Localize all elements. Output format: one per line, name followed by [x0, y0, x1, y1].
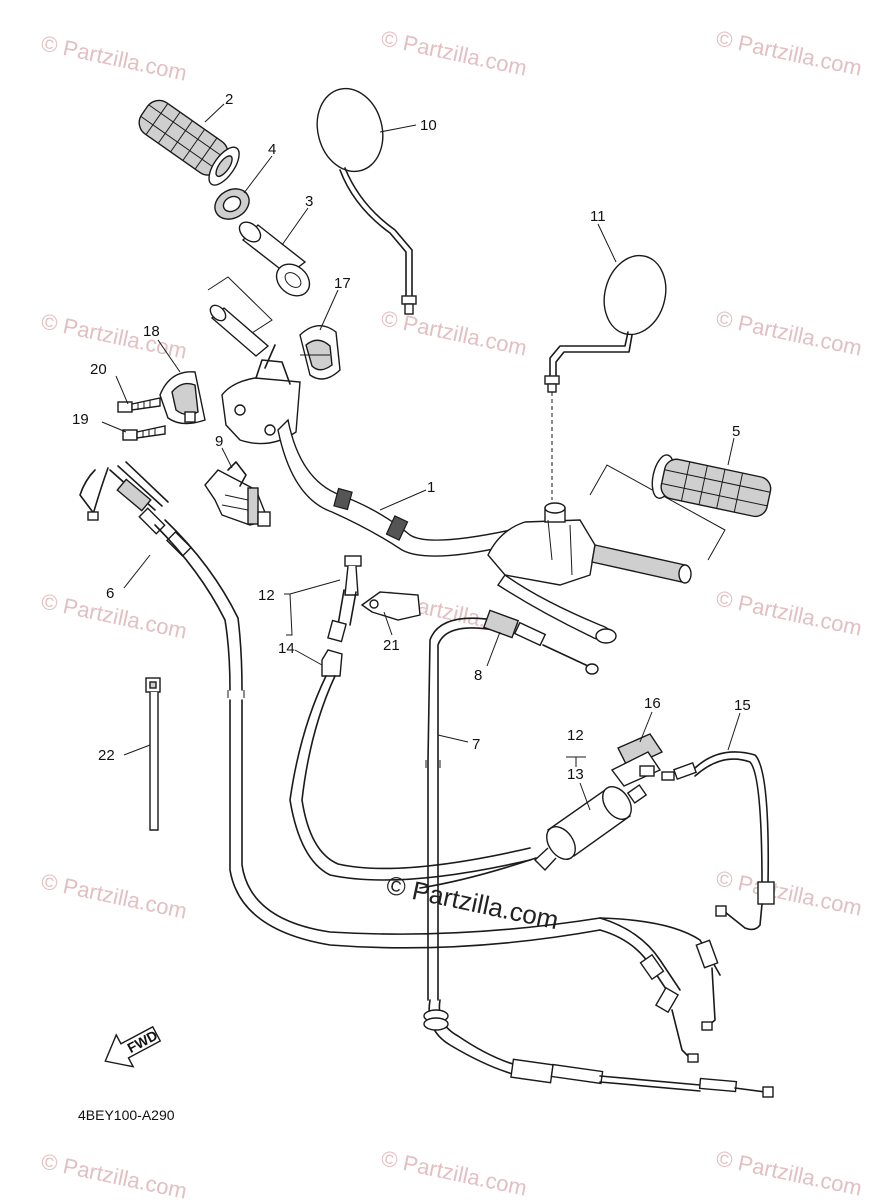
callout-13: 13: [567, 766, 584, 783]
part-8-cable-end: [482, 609, 599, 675]
watermark-text: © Partzilla.com: [39, 30, 189, 85]
callout-8: 8: [474, 667, 482, 684]
part-7-throttle-cable: [423, 617, 774, 1098]
part-6-cable-set: [79, 461, 601, 949]
callout-14: 14: [278, 640, 295, 657]
callout-17: 17: [334, 275, 351, 292]
watermark-text: © Partzilla.com: [714, 305, 864, 360]
part-21-bracket: [360, 591, 421, 621]
watermark-text: © Partzilla.com: [714, 25, 864, 80]
watermark-text: © Partzilla.com: [39, 1148, 189, 1200]
watermark-text: © Partzilla.com: [714, 1145, 864, 1200]
part-11-right-mirror: [544, 254, 667, 500]
watermark-text: © Partzilla.com: [714, 585, 864, 640]
callout-1: 1: [427, 479, 435, 496]
right-brake-lever-assembly: [487, 502, 617, 644]
callout-12b: 12: [567, 727, 584, 744]
part-1-handlebar: [277, 418, 521, 557]
watermark-text: © Partzilla.com: [39, 308, 189, 363]
assembly-bracket-right: [589, 464, 726, 561]
part-2-left-grip: [138, 99, 240, 186]
handlebar-left-stub: [209, 304, 270, 357]
part-10-left-mirror: [316, 87, 417, 315]
watermarks: © Partzilla.com © Partzilla.com © Partzi…: [39, 25, 864, 1200]
callout-7: 7: [472, 736, 480, 753]
fwd-arrow-icon: FWD: [104, 1025, 162, 1068]
part-15-cable: [661, 751, 775, 931]
part-3-throttle-tube: [238, 221, 311, 297]
part-13-cable-adjuster: [419, 784, 648, 889]
part-18-throttle-cover: [159, 371, 206, 425]
callout-18: 18: [143, 323, 160, 340]
watermark-text: © Partzilla.com: [379, 305, 529, 360]
callout-16: 16: [644, 695, 661, 712]
fwd-label: FWD: [124, 1027, 160, 1056]
callout-21: 21: [383, 637, 400, 654]
callout-5: 5: [732, 423, 740, 440]
callout-6: 6: [106, 585, 114, 602]
callouts: 2 4 3 10 11 17 18 20 19 9 1 5 6 12 14 21…: [72, 91, 751, 783]
callout-9: 9: [215, 433, 223, 450]
watermark-text: © Partzilla.com: [714, 865, 864, 920]
callout-10: 10: [420, 117, 437, 134]
leader-lines: [101, 103, 741, 811]
lower-cable-ends: [599, 917, 721, 1063]
callout-15: 15: [734, 697, 751, 714]
handlebar-right-end: [591, 544, 692, 584]
callout-19: 19: [72, 411, 89, 428]
part-16-connector: [610, 733, 664, 787]
part-12-starter-cable: [289, 555, 531, 881]
callout-4: 4: [268, 141, 276, 158]
part-5-right-grip: [651, 454, 772, 518]
callout-2: 2: [225, 91, 233, 108]
part-4-washer: [214, 188, 250, 220]
callout-12a: 12: [258, 587, 275, 604]
part-20-screw: [117, 397, 161, 413]
part-22-cable-tie: [145, 677, 161, 831]
callout-20: 20: [90, 361, 107, 378]
assembly-bracket-left: [207, 276, 273, 334]
watermark-text: © Partzilla.com: [39, 868, 189, 923]
callout-3: 3: [305, 193, 313, 210]
callout-11: 11: [590, 208, 606, 225]
part-17-throttle-housing: [299, 325, 341, 380]
part-19-screw: [122, 425, 166, 441]
callout-22: 22: [98, 747, 115, 764]
watermark-text: © Partzilla.com: [379, 25, 529, 80]
part-9-lever-holder: [204, 461, 271, 527]
watermark-text: © Partzilla.com: [379, 1145, 529, 1200]
diagram-code: 4BEY100-A290: [78, 1107, 175, 1123]
